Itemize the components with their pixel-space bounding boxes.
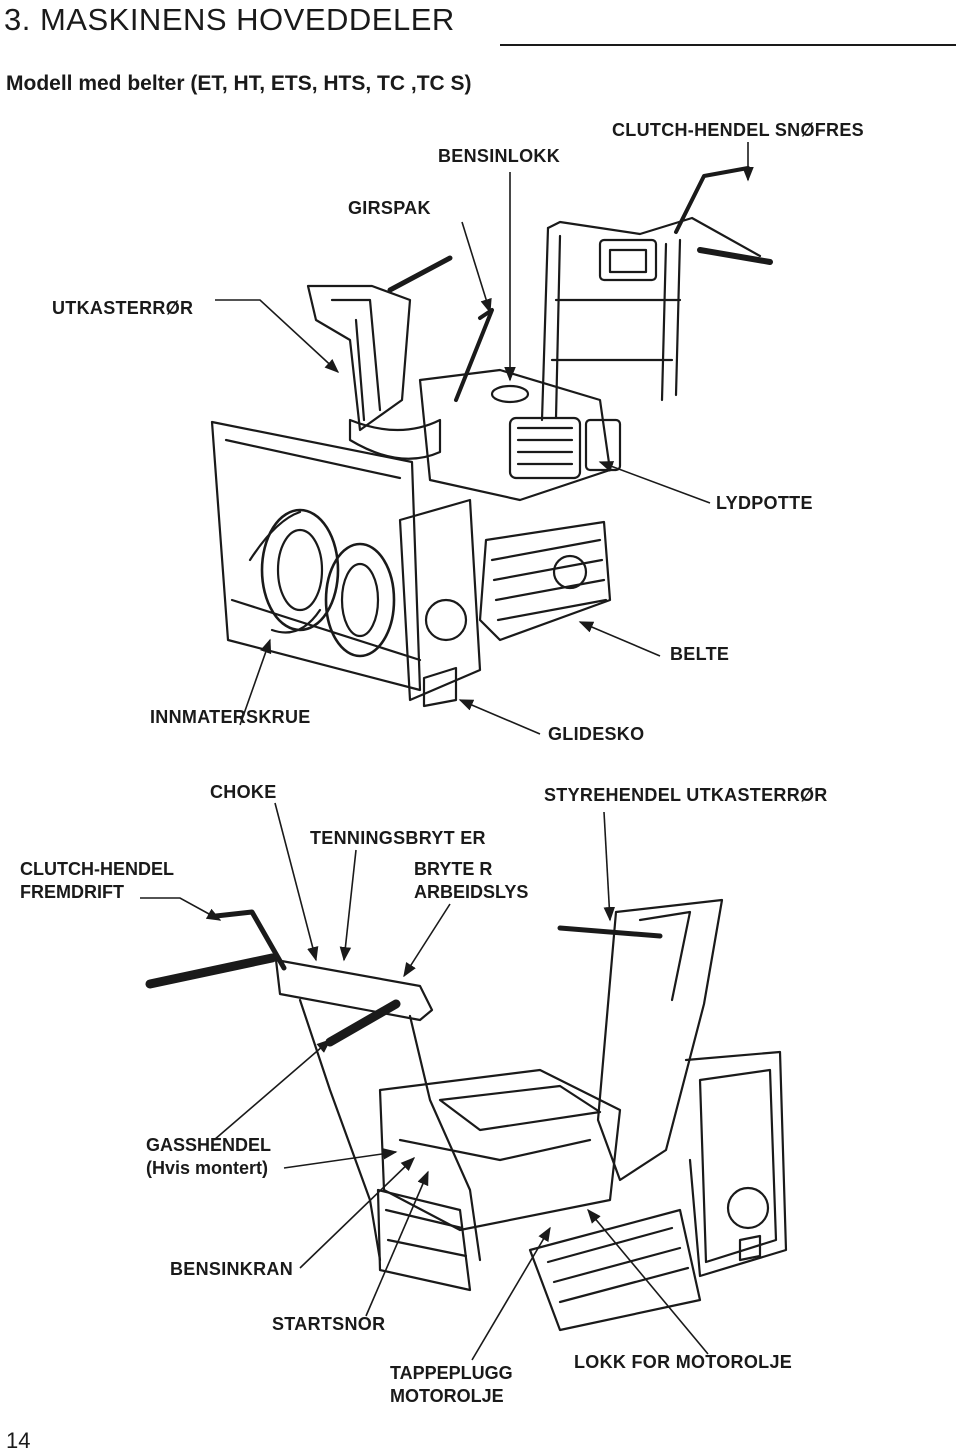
rear-view-machine <box>145 898 788 1332</box>
label-startsnor: STARTSNOR <box>272 1314 386 1334</box>
front-view-machine <box>210 166 773 708</box>
leader-lines-top <box>215 142 754 735</box>
page-number: 14 <box>6 1428 31 1453</box>
label-clutch-fremdrift: CLUTCH-HENDEL FREMDRIFT <box>20 858 174 904</box>
label-gasshendel-line2: (Hvis montert) <box>146 1158 269 1178</box>
section-title: 3. MASKINENS HOVEDDELER <box>4 2 455 37</box>
label-belte: BELTE <box>670 644 730 664</box>
leader-lines-rear <box>140 802 709 1361</box>
label-bensinkran: BENSINKRAN <box>170 1259 294 1279</box>
label-utkasterror: UTKASTERRØR <box>52 298 194 318</box>
label-styrehendel-utkasterror: STYREHENDEL UTKASTERRØR <box>544 785 828 805</box>
label-innmaterskrue: INNMATERSKRUE <box>150 707 311 727</box>
label-tappeplugg-line2: MOTOROLJE <box>390 1386 504 1406</box>
label-clutch-snofres: CLUTCH-HENDEL SNØFRES <box>612 120 864 140</box>
label-clutch-fremdrift-line1: CLUTCH-HENDEL <box>20 859 174 879</box>
label-glidesko: GLIDESKO <box>548 724 645 744</box>
label-tappeplugg-motorolje: TAPPEPLUGG MOTOROLJE <box>390 1362 513 1408</box>
label-tenningsbryter: TENNINGSBRYT ER <box>310 828 486 848</box>
label-lokk-for-motorolje: LOKK FOR MOTOROLJE <box>574 1352 793 1372</box>
label-bensinlokk: BENSINLOKK <box>438 146 561 166</box>
label-bryter-arbeidslys: BRYTE R ARBEIDSLYS <box>414 858 528 904</box>
title-rule <box>500 44 956 46</box>
label-tappeplugg-line1: TAPPEPLUGG <box>390 1363 513 1383</box>
label-girspak: GIRSPAK <box>348 198 431 218</box>
label-bryter-line2: ARBEIDSLYS <box>414 882 529 902</box>
label-gasshendel: GASSHENDEL (Hvis montert) <box>146 1134 271 1180</box>
label-choke: CHOKE <box>210 782 277 802</box>
label-lydpotte: LYDPOTTE <box>716 493 813 513</box>
model-subtitle: Modell med belter (ET, HT, ETS, HTS, TC … <box>6 72 472 95</box>
label-clutch-fremdrift-line2: FREMDRIFT <box>20 882 124 902</box>
label-gasshendel-line1: GASSHENDEL <box>146 1135 272 1155</box>
label-bryter-line1: BRYTE R <box>414 859 493 879</box>
